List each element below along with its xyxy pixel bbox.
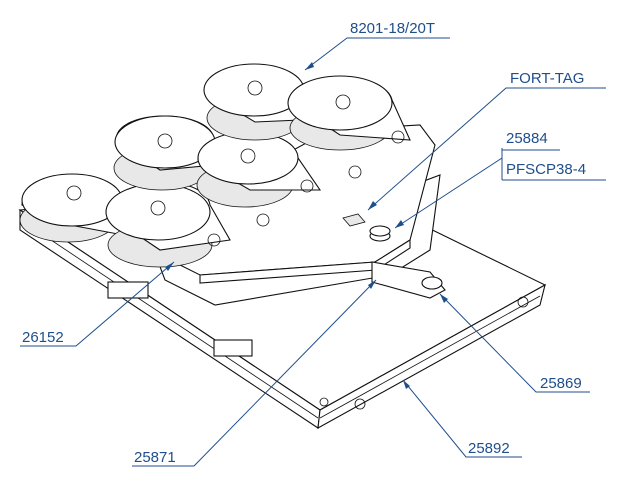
fort-tag (342, 213, 366, 227)
pin (369, 225, 391, 242)
spool-back-right (287, 75, 411, 151)
callout-26152: 26152 (22, 329, 64, 346)
callout-25871: 25871 (134, 449, 176, 466)
callout-25884: 25884 (506, 130, 548, 147)
callout-25892: 25892 (468, 440, 510, 457)
callout-fort-tag: FORT-TAG (510, 70, 584, 87)
spool-middle-left (113, 115, 216, 191)
spool-back-left (203, 63, 305, 141)
tow-bar (371, 261, 446, 299)
callout-pfscp38-4: PFSCP38-4 (506, 161, 586, 178)
callout-leaders (20, 37, 606, 467)
callout-8201-18-20t: 8201-18/20T (350, 20, 435, 37)
spool-front (105, 181, 231, 268)
callout-25869: 25869 (540, 375, 582, 392)
spool-center (196, 131, 322, 208)
spool-front-left (19, 173, 152, 243)
